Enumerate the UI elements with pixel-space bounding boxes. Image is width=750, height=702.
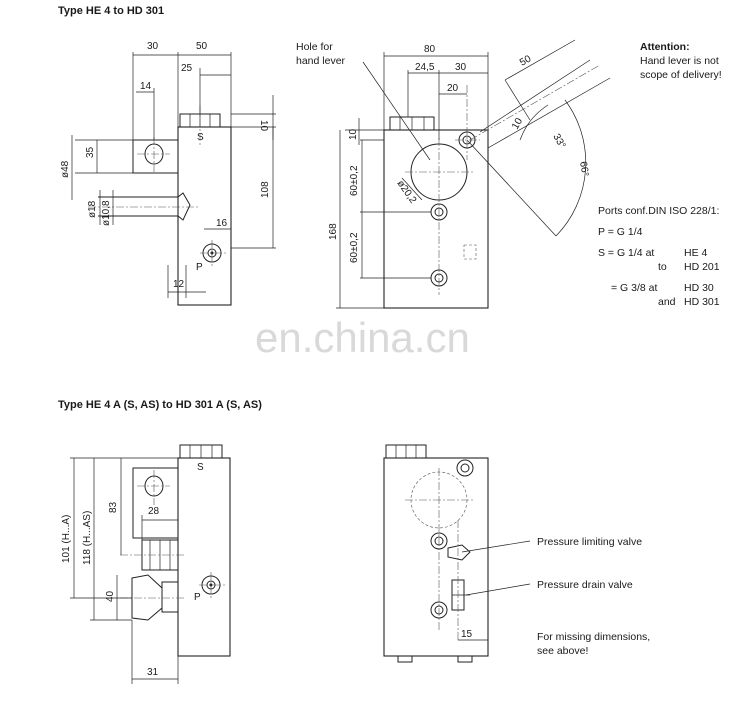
- valve-body-side-b: [177, 457, 231, 657]
- bottom-middle-front-view: Pressure limiting valve Pressure drain v…: [383, 444, 650, 663]
- attention-line2: scope of delivery!: [640, 69, 722, 81]
- top-right-notes: Attention: Hand lever is not scope of de…: [598, 41, 722, 308]
- dim-66: 66°: [577, 161, 590, 178]
- dim-14: 14: [140, 81, 152, 92]
- dim-80: 80: [424, 44, 436, 55]
- bottom-left-side-view: S P 101 (H...A) 118 (H...AS): [61, 444, 231, 684]
- note-hole-line2: hand lever: [296, 55, 346, 67]
- dim-108: 108: [260, 181, 271, 198]
- lever-boss: [132, 139, 179, 174]
- title-top: Type HE 4 to HD 301: [58, 5, 164, 17]
- watermark: en.china.cn: [255, 314, 470, 361]
- port-s2-d: HD 301: [684, 296, 720, 308]
- top-left-side-view: S P 30 50 25 14: [60, 41, 276, 306]
- ports-title: Ports conf.DIN ISO 228/1:: [598, 205, 719, 217]
- dim-245: 24,5: [415, 62, 435, 73]
- dim-35: 35: [85, 146, 96, 158]
- label-p-b: P: [194, 592, 201, 603]
- dim-50b: 50: [518, 53, 534, 68]
- dim-168: 168: [328, 223, 339, 240]
- dim-40: 40: [105, 590, 116, 602]
- port-s1-a: S = G 1/4 at: [598, 247, 654, 259]
- label-s: S: [197, 132, 204, 143]
- port-s1-d: HD 201: [684, 261, 720, 273]
- label-p: P: [196, 262, 203, 273]
- dim-31: 31: [147, 667, 159, 678]
- dim-118: 118 (H...AS): [82, 511, 93, 565]
- label-s-b: S: [197, 462, 204, 473]
- attention-title: Attention:: [640, 41, 690, 53]
- dim-15: 15: [461, 629, 473, 640]
- dim-50: 50: [196, 41, 208, 52]
- port-s1-b: HE 4: [684, 247, 708, 259]
- dim-10c: 10: [510, 116, 525, 132]
- shaft-tip: [177, 192, 191, 221]
- dim-12: 12: [173, 279, 185, 290]
- note-pressure-limiting: Pressure limiting valve: [537, 536, 642, 548]
- attention-line1: Hand lever is not: [640, 55, 719, 67]
- note-hole-line1: Hole for: [296, 41, 333, 53]
- dim-10: 10: [258, 120, 269, 132]
- dim-10b: 10: [348, 128, 359, 140]
- note-missing-line1: For missing dimensions,: [537, 631, 650, 643]
- dim-30: 30: [147, 41, 159, 52]
- pressure-limiting-valve: [447, 544, 471, 561]
- top-middle-front-view: Hole for hand lever ø20,2 80 24,5 30 20 …: [296, 39, 611, 309]
- dim-20: 20: [447, 83, 459, 94]
- dim-33: 33°: [550, 132, 567, 151]
- dim-16: 16: [216, 218, 228, 229]
- port-s2-a: = G 3/8 at: [611, 282, 657, 294]
- dim-101: 101 (H...A): [61, 515, 72, 563]
- dim-60b: 60±0,2: [349, 232, 360, 263]
- port-s1-c: to: [658, 261, 667, 273]
- dim-d18: ø18: [87, 200, 98, 218]
- port-p: P = G 1/4: [598, 226, 643, 238]
- dim-d108: ø10,8: [101, 200, 112, 226]
- port-s2-c: and: [658, 296, 676, 308]
- note-pressure-drain: Pressure drain valve: [537, 579, 633, 591]
- dim-83: 83: [108, 501, 119, 513]
- dim-d48: ø48: [60, 160, 71, 178]
- valve-body-front: [383, 129, 489, 309]
- dim-30b: 30: [455, 62, 467, 73]
- dim-28: 28: [148, 506, 160, 517]
- port-s2-b: HD 30: [684, 282, 714, 294]
- note-missing-line2: see above!: [537, 645, 588, 657]
- dim-25: 25: [181, 63, 193, 74]
- valve-body-front-b: [383, 457, 489, 657]
- title-bottom: Type HE 4 A (S, AS) to HD 301 A (S, AS): [58, 399, 262, 411]
- dim-60a: 60±0,2: [349, 165, 360, 196]
